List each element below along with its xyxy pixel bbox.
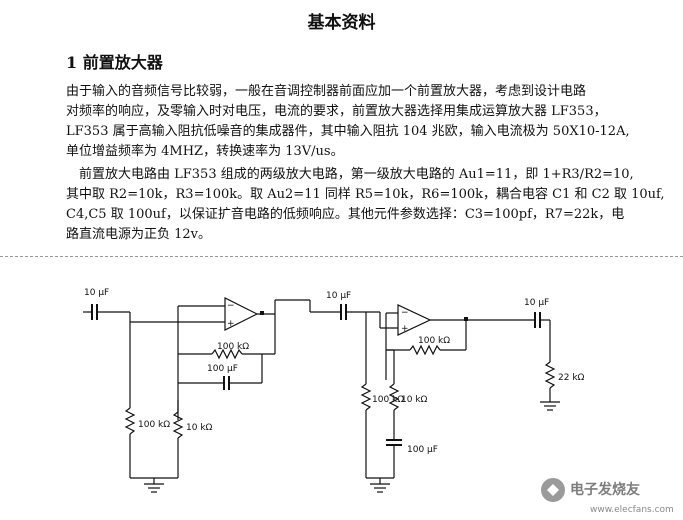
page-divider — [0, 256, 683, 257]
section-heading: 1 前置放大器 — [66, 53, 163, 72]
label-r3: 100 kΩ — [217, 342, 249, 352]
resistor-r2 — [172, 400, 184, 478]
label-r7: 22 kΩ — [558, 373, 585, 383]
document-title: 基本资料 — [307, 13, 376, 33]
svg-text:−: − — [227, 301, 235, 311]
paragraph-2-line: 路直流电源为正负 12v。 — [66, 227, 212, 242]
label-r2: 10 kΩ — [186, 423, 213, 433]
paragraph-1-line: LF353 属于高输入阻抗低噪音的集成器件，其中输入阻抗 104 兆欧，输入电流… — [66, 124, 630, 139]
capacitor-c1 — [83, 304, 130, 320]
paragraph-1-line: 单位增益频率为 4MHZ，转换速率为 13V/us。 — [66, 144, 344, 159]
capacitor-c3 — [178, 354, 263, 390]
paragraph-2-line: 前置放大电路由 LF353 组成的两级放大电路，第一级放大电路的 Au1=11，… — [66, 167, 634, 182]
resistor-r6 — [386, 344, 466, 356]
label-c4: 100 μF — [407, 445, 438, 455]
label-c1: 10 μF — [84, 288, 109, 298]
label-c3: 100 μF — [207, 364, 238, 374]
capacitor-c4 — [386, 439, 402, 478]
ground-icon — [370, 483, 390, 493]
label-r1: 100 kΩ — [138, 420, 170, 430]
resistor-r5 — [388, 350, 400, 440]
label-c5: 10 μF — [524, 298, 549, 308]
svg-text:−: − — [401, 308, 409, 318]
opamp-stage1: − + — [224, 297, 259, 331]
svg-text:+: + — [401, 324, 409, 334]
paragraph-1-line: 由于输入的音频信号比较弱，一般在音调控制器前面应加一个前置放大器，考虑到设计电路 — [66, 84, 587, 99]
label-r4: 100 kΩ — [372, 395, 404, 405]
capacitor-c5 — [466, 312, 551, 362]
resistor-r7 — [544, 361, 556, 402]
paragraph-2-line: 其中取 R2=10k，R3=100k。取 Au2=11 同样 R5=10k，R6… — [66, 187, 665, 202]
ground-icon — [144, 483, 164, 493]
paragraph-1-line: 对频率的响应，及零输入时对电压，电流的要求，前置放大器选择用集成运算放大器 LF… — [66, 104, 607, 119]
resistor-r1 — [124, 322, 136, 478]
watermark-text: 电子发烧友 — [570, 481, 640, 498]
paragraph-2: 前置放大电路由 LF353 组成的两级放大电路，第一级放大电路的 Au1=11，… — [66, 165, 665, 245]
paragraph-2-line: C4,C5 取 100uf，以保证扩音电路的低频响应。其他元件参数选择：C3=1… — [66, 207, 625, 222]
opamp-stage2: − + — [397, 304, 432, 336]
paragraph-1: 由于输入的音频信号比较弱，一般在音调控制器前面应加一个前置放大器，考虑到设计电路… — [66, 82, 630, 162]
preamp-circuit-diagram: 10 μF − + 100 kΩ 100 μF 100 kΩ — [83, 288, 674, 515]
watermark-url: www.elecfans.com — [590, 505, 674, 515]
resistor-r3 — [178, 348, 275, 360]
svg-text:+: + — [227, 319, 235, 329]
resistor-r4 — [360, 312, 372, 478]
label-r5: 10 kΩ — [401, 395, 428, 405]
label-c2: 10 μF — [326, 291, 351, 301]
label-r6: 100 kΩ — [418, 336, 450, 346]
capacitor-c2 — [310, 304, 380, 320]
watermark-logo — [541, 478, 565, 502]
ground-icon — [540, 401, 560, 411]
